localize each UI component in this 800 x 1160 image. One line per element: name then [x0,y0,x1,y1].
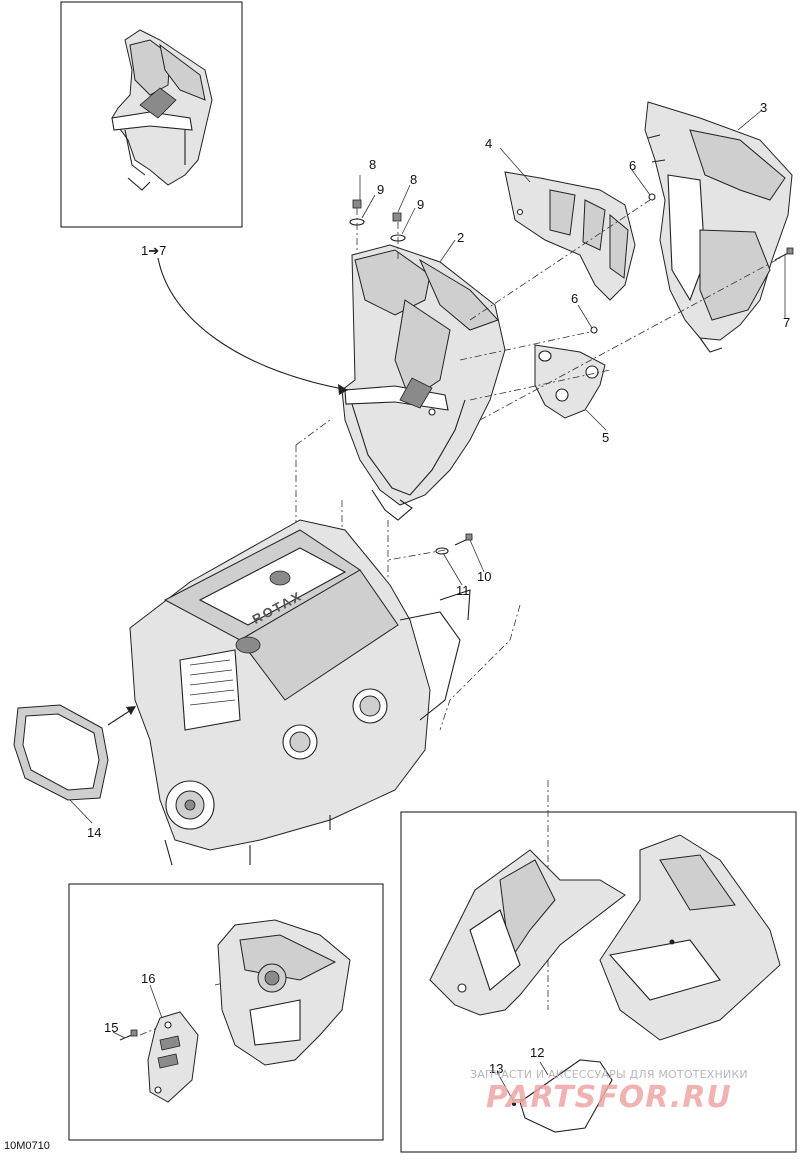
callout-6-upper: 6 [629,158,637,173]
reference-arrow [107,257,349,726]
part-16-panel [147,1011,199,1103]
callout-11: 11 [456,583,470,598]
engine-block [129,519,521,866]
fastener-bolts [119,193,794,1041]
callout-5: 5 [602,430,610,445]
callout-10: 10 [477,569,492,584]
callout-16: 16 [141,971,156,986]
callout-6-lower: 6 [571,291,579,306]
callout-4: 4 [485,136,493,151]
inset-frame-console [68,883,384,1141]
inset-frame-assembly [60,1,243,228]
document-id: 10M0710 [4,1140,50,1152]
assembled-cover-thumbnail [111,29,213,191]
callout-7: 7 [783,315,791,330]
inset-frame-hood [400,811,797,1153]
callout-2: 2 [457,230,465,245]
watermark-logo: PARTSFOR.RU [486,1080,732,1115]
callout-1-to-7: 1➔7 [141,243,167,258]
watermark-tagline: ЗАПЧАСТИ И АКСЕССУАРЫ ДЛЯ МОТОТЕХНИКИ [470,1068,748,1081]
part-2-cover [341,244,506,521]
part-5-bracket [534,344,606,419]
callout-leaders [69,109,786,1103]
callout-8-left: 8 [369,157,377,172]
part-4-deflector [504,171,636,301]
part-14-gasket [13,704,109,801]
callout-3: 3 [760,100,768,115]
callout-14: 14 [87,825,102,840]
part-12-lens [512,1059,613,1133]
callout-12: 12 [530,1045,545,1060]
hood-cover [429,834,781,1041]
callout-9-right: 9 [417,197,425,212]
callout-13: 13 [489,1061,504,1076]
callout-9-left: 9 [377,182,385,197]
console-assembly [217,919,351,1066]
callout-15: 15 [104,1020,119,1035]
callout-8-right: 8 [410,172,418,187]
part-3-side-panel [644,101,793,353]
